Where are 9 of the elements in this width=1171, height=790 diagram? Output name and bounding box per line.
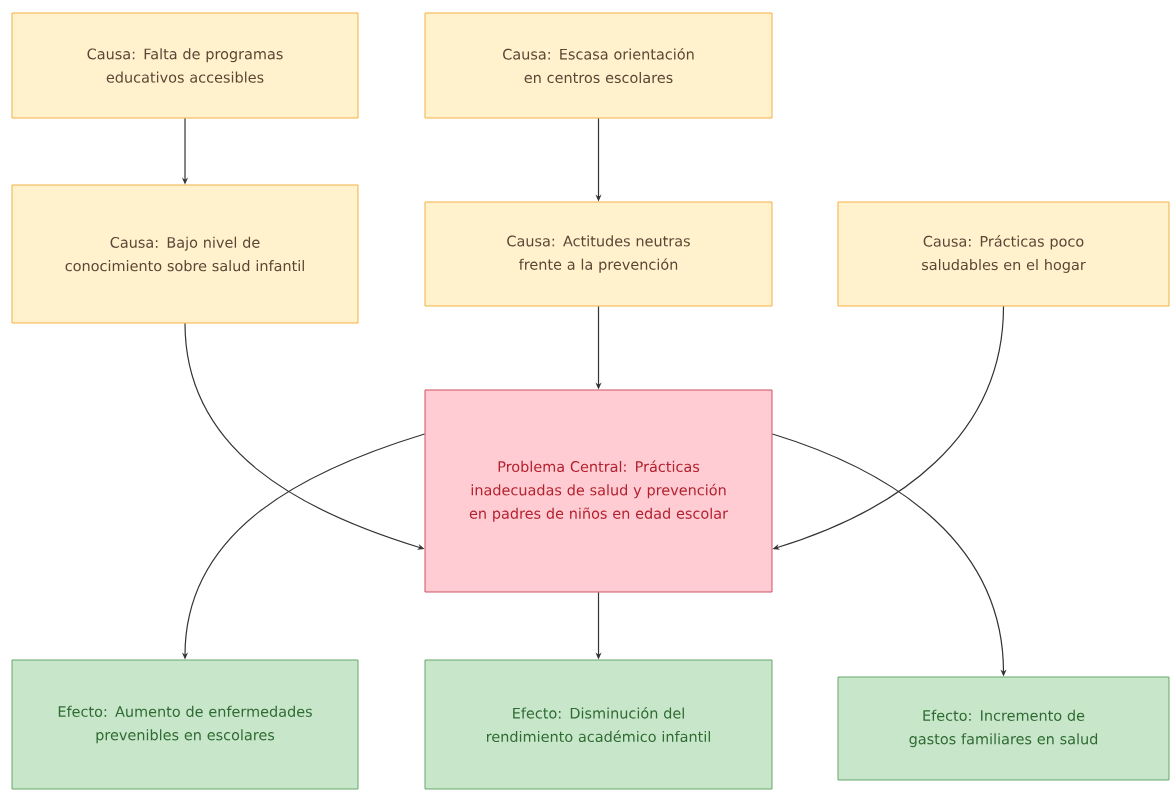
cause-box: Causa: Escasa orientación en centros escolares bbox=[424, 12, 773, 119]
cause-box: Causa: Prácticas poco saludables en el hogar bbox=[837, 201, 1170, 307]
problem-box: Problema Central: Prácticas inadecuadas de salud y prevención en padres de niños en edad escolar bbox=[424, 389, 773, 593]
cause-box: Causa: Falta de programas educativos accesibles bbox=[11, 12, 359, 119]
cause-box: Causa: Actitudes neutras frente a la prevención bbox=[424, 201, 773, 307]
effect-box: Efecto: Incremento de gastos familiares en salud bbox=[837, 676, 1170, 781]
effect-box: Efecto: Disminución del rendimiento académico infantil bbox=[424, 659, 773, 790]
cause-box: Causa: Bajo nivel de conocimiento sobre salud infantil bbox=[11, 184, 359, 324]
effect-box: Efecto: Aumento de enfermedades prevenibles en escolares bbox=[11, 659, 359, 790]
